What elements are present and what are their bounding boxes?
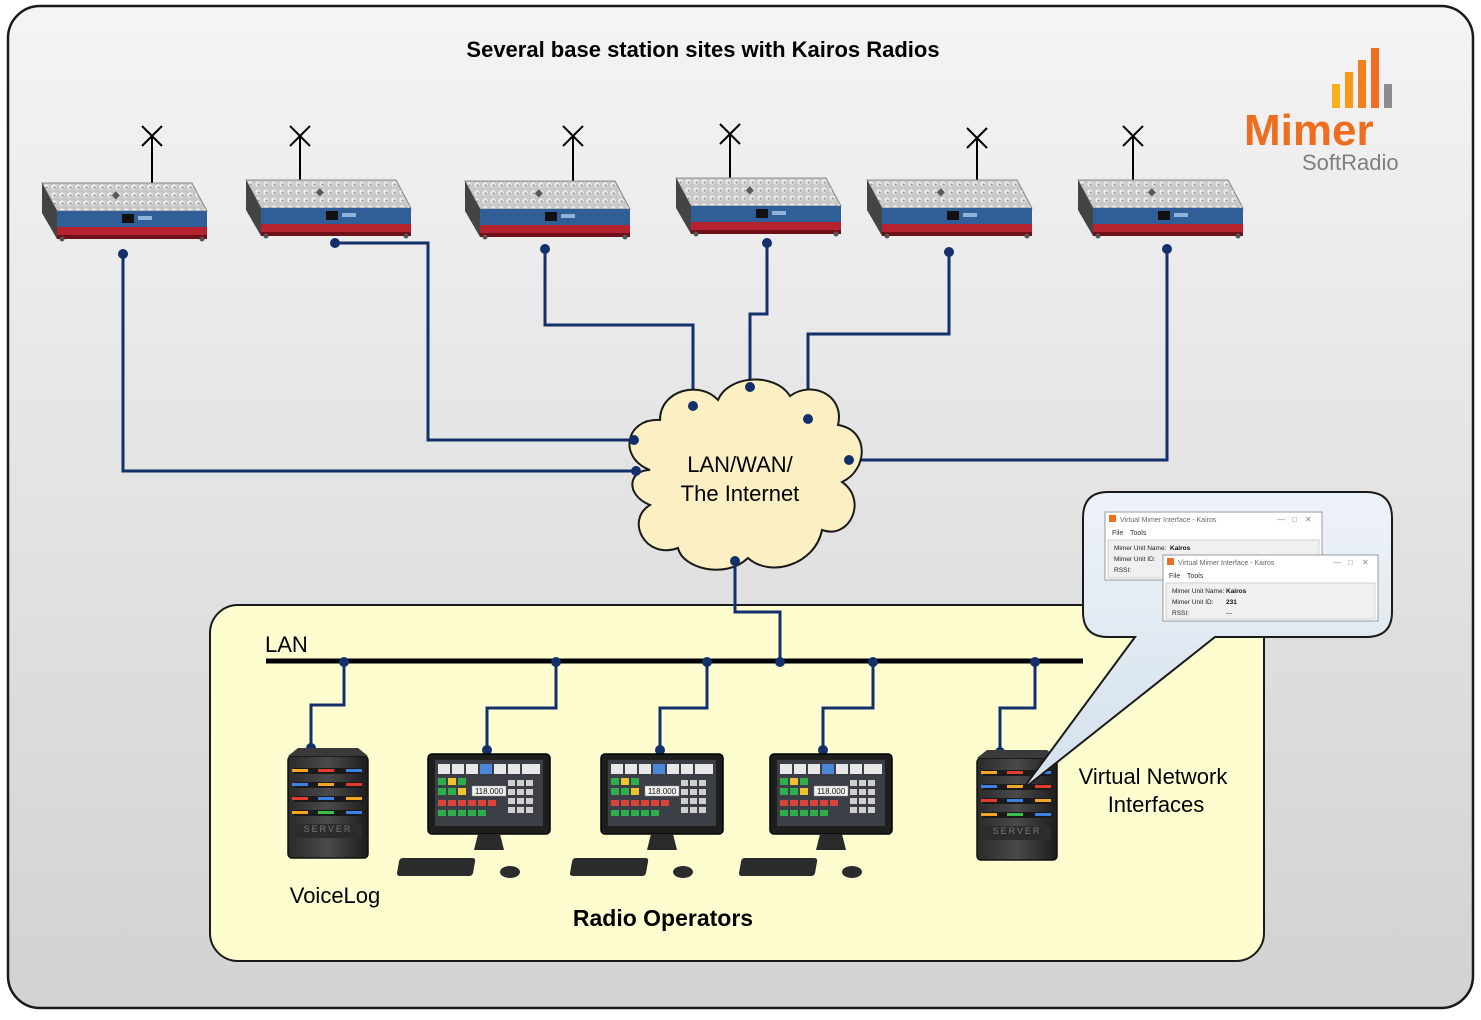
radio-icon (866, 179, 1033, 239)
window2-field-label: Mimer Unit Name: (1172, 588, 1225, 595)
drop-operator-1 (485, 662, 558, 750)
link-radio-3 (543, 249, 695, 406)
diagram-title: Several base station sites with Kairos R… (466, 37, 939, 62)
operator-workstation-2: 118.000 (568, 753, 724, 879)
window2-menu-tools[interactable]: Tools (1187, 573, 1204, 580)
lan-area (209, 604, 1265, 962)
link-radio-2 (335, 241, 634, 442)
popup-window-2: Virtual Mimer Interface - Kairos — □ ✕ F… (1162, 554, 1379, 622)
mimer-softradio-logo: Mimer SoftRadio (1244, 48, 1399, 175)
server-text: SERVER (304, 824, 353, 834)
callout-bubble: Virtual Mimer Interface - Kairos — □ ✕ F… (1021, 491, 1393, 791)
maximize-icon[interactable]: □ (1292, 515, 1297, 524)
radio-icon (1077, 179, 1244, 239)
lan-label: LAN (265, 632, 308, 657)
cloud-label-line2: The Internet (681, 481, 800, 506)
server-icon (287, 747, 369, 859)
drop-vni-server (998, 662, 1037, 752)
drop-voicelog (309, 662, 346, 748)
window2-field-label: Mimer Unit ID: (1172, 599, 1214, 606)
window1-field-label: Mimer Unit Name: (1114, 545, 1167, 552)
link-radio-1 (121, 254, 636, 473)
radio-icon (675, 177, 842, 237)
minimize-icon[interactable]: — (1333, 558, 1341, 567)
maximize-icon[interactable]: □ (1348, 558, 1353, 567)
window1-menu-file[interactable]: File (1112, 530, 1123, 537)
console-display: 118.000 (648, 787, 677, 796)
close-icon[interactable]: ✕ (1362, 558, 1369, 567)
vni-label-line1: Virtual Network (1079, 764, 1229, 789)
close-icon[interactable]: ✕ (1305, 515, 1312, 524)
radio-operators-label: Radio Operators (573, 905, 753, 931)
drop-operator-2 (658, 662, 709, 750)
window2-field-value: Kairos (1226, 588, 1247, 595)
link-radio-6 (849, 249, 1169, 462)
link-cloud-lan (733, 561, 782, 662)
voicelog-label: VoiceLog (290, 883, 381, 908)
console-display: 118.000 (475, 787, 504, 796)
drop-operator-3 (821, 662, 875, 750)
window2-field-label: RSSI: (1172, 610, 1189, 617)
connection-dots (118, 238, 1172, 757)
window2-title: Virtual Mimer Interface - Kairos (1178, 560, 1275, 567)
link-radio-5 (806, 252, 951, 419)
radio-icon (245, 179, 412, 239)
window1-menu-tools[interactable]: Tools (1130, 530, 1147, 537)
lan-drops (309, 662, 1037, 752)
vni-label-line2: Interfaces (1108, 792, 1205, 817)
operator-workstation-3: 118.000 (737, 753, 893, 879)
logo-brand: Mimer (1244, 106, 1374, 155)
console-display: 118.000 (817, 787, 846, 796)
window2-field-value: --- (1226, 610, 1233, 617)
window2-field-value: 231 (1226, 599, 1237, 606)
vni-server: SERVER (976, 749, 1058, 861)
server-text: SERVER (993, 826, 1042, 836)
radio-links (121, 241, 1169, 473)
window1-title: Virtual Mimer Interface - Kairos (1120, 517, 1217, 524)
radio-icon (41, 182, 208, 242)
internet-cloud: LAN/WAN/ The Internet (628, 378, 863, 571)
cloud-label-line1: LAN/WAN/ (687, 452, 793, 477)
minimize-icon[interactable]: — (1277, 515, 1285, 524)
logo-sub: SoftRadio (1302, 150, 1399, 175)
operator-workstation-1: 118.000 (395, 753, 551, 879)
radio-icon (464, 180, 631, 240)
window1-field-label: RSSI: (1114, 567, 1131, 574)
voicelog-server: SERVER VoiceLog (287, 747, 381, 908)
app-icon (1109, 515, 1116, 522)
window2-menu-file[interactable]: File (1169, 573, 1180, 580)
app-icon (1167, 558, 1174, 565)
window1-field-value: Kairos (1170, 545, 1191, 552)
window1-field-label: Mimer Unit ID: (1114, 556, 1156, 563)
link-radio-4 (748, 243, 769, 387)
